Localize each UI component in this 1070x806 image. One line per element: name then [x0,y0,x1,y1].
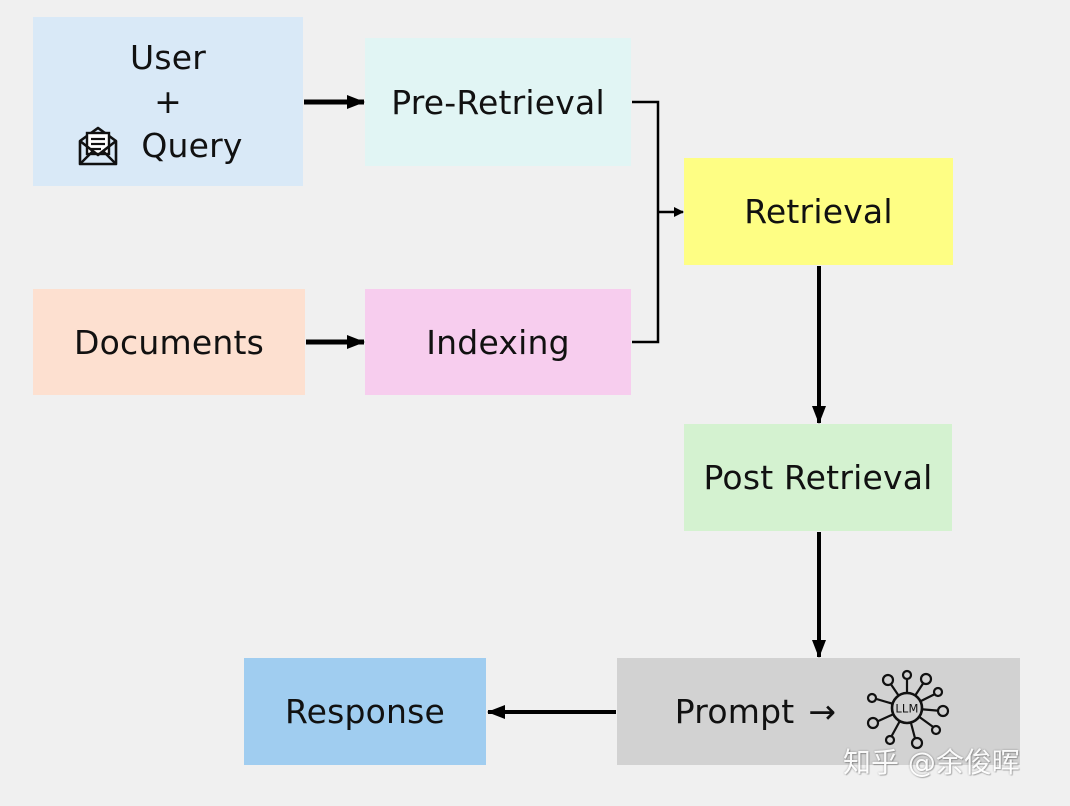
right-arrow-glyph: → [808,692,837,731]
indexing-label: Indexing [426,322,570,362]
prompt-row: Prompt → [675,665,950,759]
response-label: Response [284,692,446,731]
mail-document-icon [77,125,119,167]
prompt-node: Prompt → [617,658,1020,765]
retrieval-node: Retrieval [684,158,953,265]
llm-icon-text: LLM [896,701,919,715]
watermark: 知乎 @余俊晖 [843,746,1020,779]
post-retrieval-node: Post Retrieval [684,424,952,531]
connector-pre-retrieval-to-junction [632,100,660,344]
pre-retrieval-label: Pre-Retrieval [391,82,605,122]
llm-network-icon: LLM [864,665,950,759]
documents-node: Documents [33,289,305,395]
plus-label: + [154,81,182,121]
prompt-label: Prompt [674,692,795,731]
user-label: User [129,37,207,77]
query-label: Query [141,125,243,165]
documents-label: Documents [74,322,264,362]
query-row: Query [77,124,242,168]
indexing-node: Indexing [365,289,631,395]
user-query-node: User + Query [33,17,303,186]
response-node: Response [244,658,486,765]
post-retrieval-label: Post Retrieval [703,458,933,497]
pre-retrieval-node: Pre-Retrieval [365,38,631,166]
retrieval-label: Retrieval [744,192,893,231]
